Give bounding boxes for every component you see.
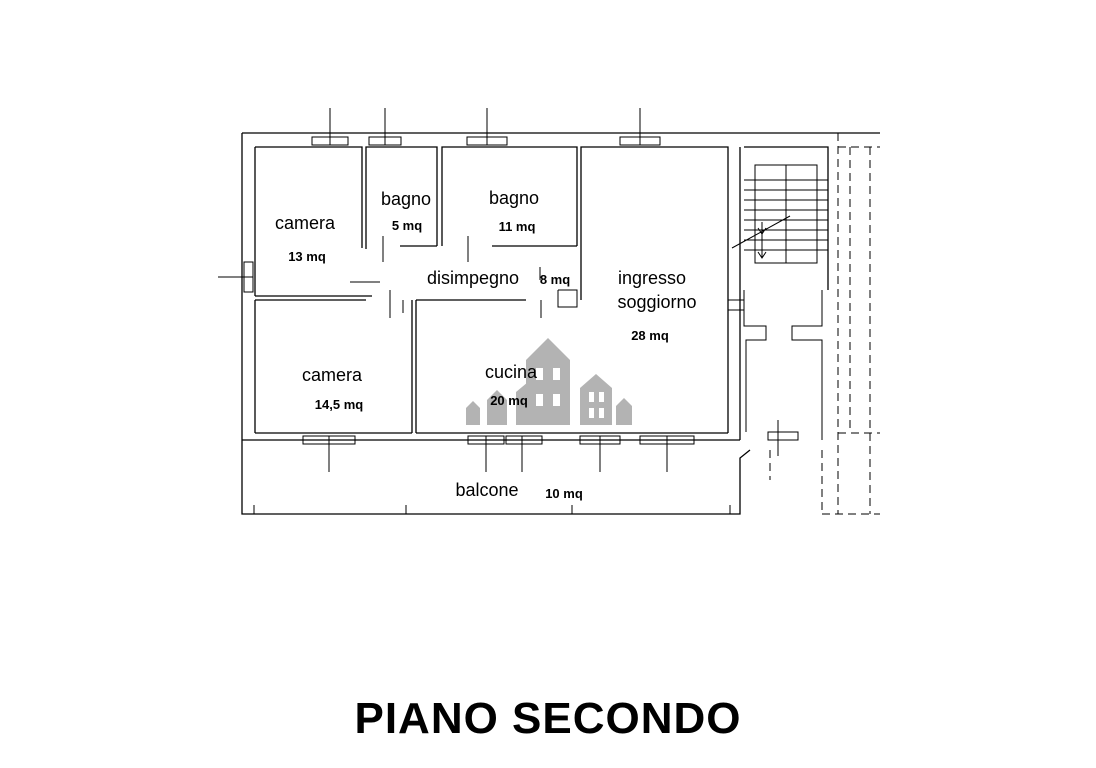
room-disimpegno-area: 8 mq: [540, 272, 570, 287]
room-walls: [255, 146, 729, 433]
window-top-2: [368, 108, 402, 146]
window-stair: [767, 420, 799, 456]
window-top-3: [466, 108, 508, 146]
room-bagno-large-area: 11 mq: [499, 219, 536, 234]
room-cucina-name: cucina: [485, 362, 538, 382]
room-camera-bottom-area: 14,5 mq: [315, 397, 363, 412]
watermark-houses-icon: [466, 338, 632, 425]
balcone-area: 10 mq: [545, 486, 583, 501]
room-camera-bottom-name: camera: [302, 365, 363, 385]
room-labels: camera 13 mq bagno 5 mq bagno 11 mq disi…: [275, 188, 697, 501]
balcone-name: balcone: [455, 480, 518, 500]
room-bagno-large-name: bagno: [489, 188, 539, 208]
room-camera-top-name: camera: [275, 213, 336, 233]
window-top-1: [311, 108, 349, 146]
stairwell: [728, 146, 829, 440]
neighbour-outline-dashed: [769, 133, 880, 515]
window-bottom-2: [467, 435, 505, 472]
outer-walls: [241, 132, 880, 441]
room-ingresso-area: 28 mq: [631, 328, 669, 343]
room-ingresso-name: ingresso: [618, 268, 686, 288]
room-camera-top-area: 13 mq: [288, 249, 326, 264]
window-bottom-5: [639, 435, 695, 472]
window-top-4: [619, 108, 661, 146]
windows: [218, 108, 799, 472]
room-soggiorno-name: soggiorno: [617, 292, 696, 312]
room-disimpegno-name: disimpegno: [427, 268, 519, 288]
room-bagno-small-area: 5 mq: [392, 218, 422, 233]
balcony-outline: [241, 440, 751, 515]
floor-title: PIANO SECONDO: [354, 694, 742, 743]
room-cucina-area: 20 mq: [490, 393, 528, 408]
window-bottom-1: [302, 435, 356, 472]
room-bagno-small-name: bagno: [381, 189, 431, 209]
window-left: [218, 261, 254, 293]
window-bottom-3: [505, 435, 543, 472]
window-bottom-4: [579, 435, 621, 472]
